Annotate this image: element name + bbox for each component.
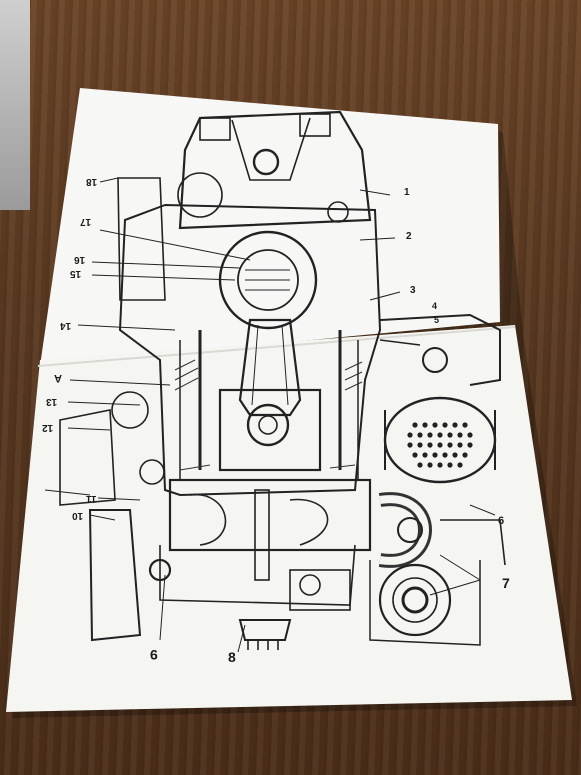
label-2: 2 (406, 231, 412, 242)
heat-exchanger-tubes (407, 422, 473, 468)
label-18: 18 (86, 176, 98, 187)
label-7: 7 (502, 575, 510, 591)
label-11: 11 (86, 493, 97, 504)
label-13: 13 (46, 396, 58, 407)
label-15: 15 (70, 268, 82, 279)
label-6: 6 (498, 515, 505, 527)
paper-upper (40, 88, 500, 366)
label-A: A (54, 372, 62, 384)
label-3: 3 (410, 285, 416, 296)
label-4: 4 (432, 301, 438, 311)
desk-corner-object (0, 0, 30, 210)
label-9: 9 (150, 647, 158, 663)
label-14: 14 (60, 320, 72, 331)
label-8: 8 (228, 649, 236, 665)
label-12: 12 (42, 422, 54, 433)
drawing-lines (44, 110, 506, 653)
hatching (174, 359, 363, 471)
label-10: 10 (72, 510, 84, 521)
label-1: 1 (404, 187, 410, 198)
label-16: 16 (74, 254, 86, 265)
label-5: 5 (434, 315, 440, 325)
label-17: 17 (80, 216, 92, 227)
